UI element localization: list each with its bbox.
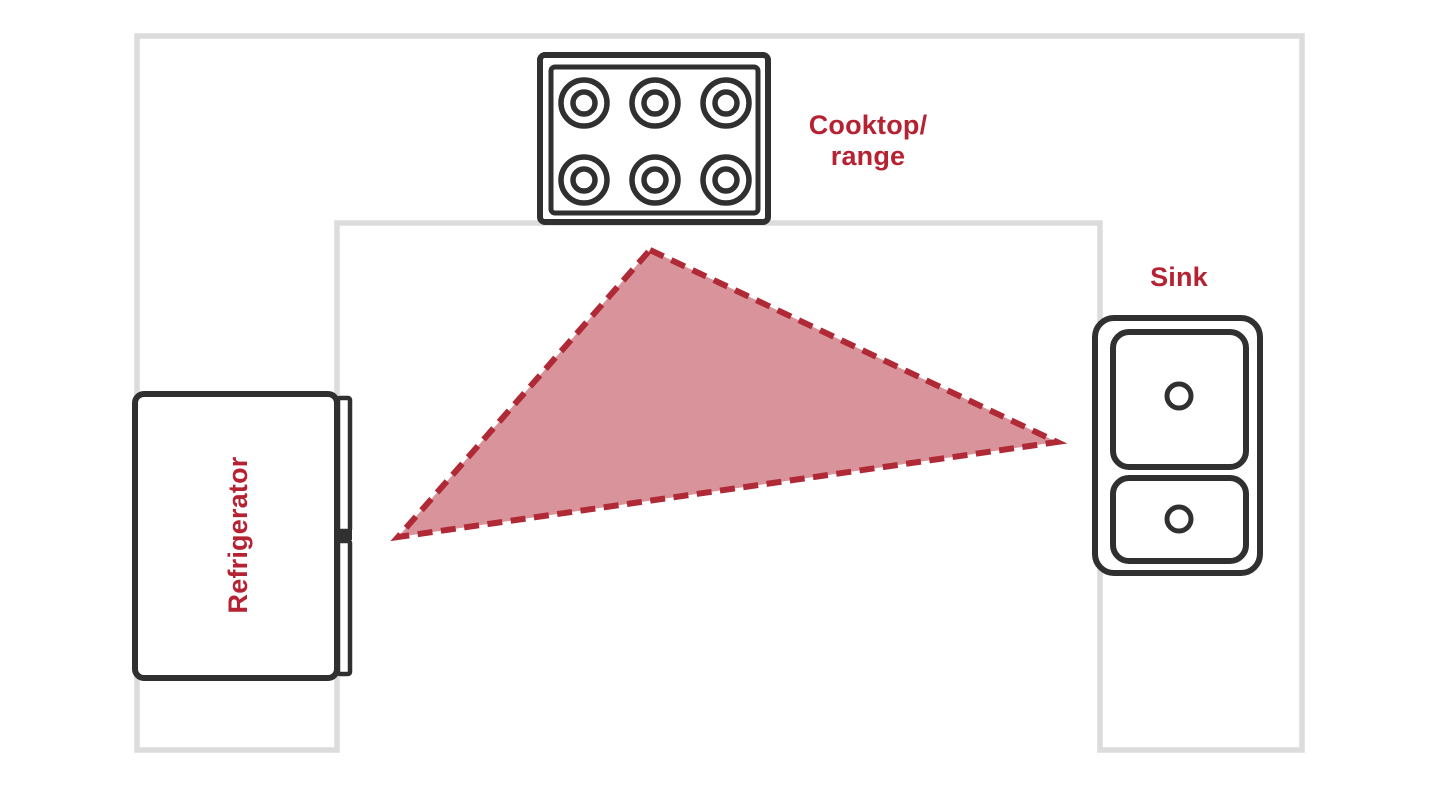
counter-outline [134, 33, 1305, 753]
refrigerator-icon [132, 391, 353, 681]
cooktop-icon [537, 52, 771, 225]
cooktop-label: Cooktop/ range [787, 110, 949, 172]
cooktop-label-line2: range [830, 141, 906, 171]
work-triangle-shape [390, 246, 1068, 542]
sink-icon [1092, 315, 1263, 576]
sink-label: Sink [1150, 262, 1208, 292]
cooktop-label-line1: Cooktop/ [808, 110, 928, 140]
